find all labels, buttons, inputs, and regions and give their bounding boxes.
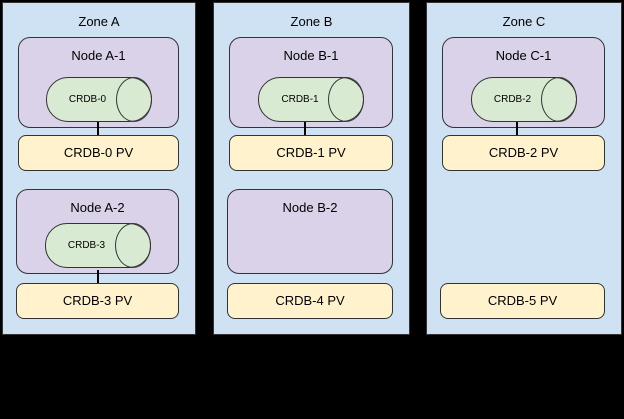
cylinder-cap [540,77,577,122]
crdb-3-label: CRDB-3 [67,240,106,251]
crdb-1-cylinder: CRDB-1 [258,77,364,122]
node-a1-label: Node A-1 [71,48,126,63]
crdb-4-pv-box: CRDB-4 PV [227,283,393,319]
zone-c-title: Zone C [502,14,546,29]
crdb-5-pv-box: CRDB-5 PV [440,283,605,319]
cylinder-cap [328,77,364,122]
zone-a-title: Zone A [78,14,120,29]
zone-b-title: Zone B [290,14,333,29]
crdb-2-label: CRDB-2 [493,94,532,105]
node-b2-box: Node B-2 [227,189,393,274]
node-b2-label: Node B-2 [282,200,338,215]
connector-c1-pv [516,122,518,135]
node-b1-label: Node B-1 [283,48,339,63]
crdb-2-cylinder: CRDB-2 [470,77,577,122]
node-c1-label: Node C-1 [495,48,552,63]
cylinder-cap [115,77,152,122]
crdb-3-pv-box: CRDB-3 PV [16,283,179,319]
crdb-1-label: CRDB-1 [281,94,319,105]
node-a2-box: Node A-2 CRDB-3 [16,189,179,274]
crdb-1-pv-box: CRDB-1 PV [229,135,393,171]
connector-a1-pv [97,122,99,135]
crdb-3-cylinder: CRDB-3 [44,223,151,268]
node-b1-box: Node B-1 CRDB-1 [229,37,393,128]
connector-b1-pv [304,122,306,135]
crdb-2-pv-box: CRDB-2 PV [442,135,605,171]
zone-c-container: Zone C Node C-1 CRDB-2 CRDB-2 PV CRDB-5 … [426,2,622,335]
zone-b-container: Zone B Node B-1 CRDB-1 CRDB-1 PV Node B-… [213,2,410,335]
crdb-0-pv-box: CRDB-0 PV [18,135,179,171]
crdb-0-cylinder: CRDB-0 [45,77,152,122]
node-c1-box: Node C-1 CRDB-2 [442,37,605,128]
connector-a2-pv [97,270,99,283]
crdb-0-label: CRDB-0 [68,94,107,105]
node-a1-box: Node A-1 CRDB-0 [18,37,179,128]
node-a2-label: Node A-2 [70,200,125,215]
cylinder-cap [114,223,151,268]
zone-a-container: Zone A Node A-1 CRDB-0 CRDB-0 PV Node A-… [2,2,196,335]
